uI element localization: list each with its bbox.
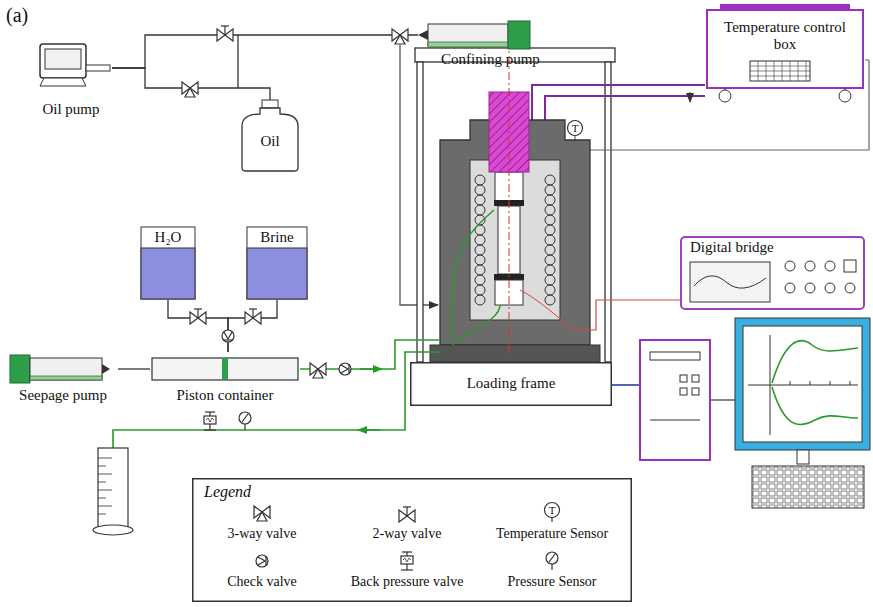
pipe-connector bbox=[112, 35, 418, 68]
outflow-pipe bbox=[113, 352, 440, 452]
check-valve bbox=[339, 363, 351, 375]
legend-entry: T Temperature Sensor bbox=[477, 500, 627, 542]
legend-label: Temperature Sensor bbox=[496, 526, 608, 542]
water-tank: H₂O bbox=[140, 226, 196, 300]
legend-label: 3-way valve bbox=[228, 526, 297, 542]
legend-label: 2-way valve bbox=[373, 526, 442, 542]
legend-symbol bbox=[387, 548, 427, 574]
two-way-valve bbox=[217, 26, 233, 41]
controller-box bbox=[640, 340, 710, 460]
node-label: Seepage pump bbox=[19, 387, 107, 404]
heating-wire bbox=[532, 85, 705, 120]
sensor-letter: T bbox=[542, 503, 562, 517]
node-label: Digital bridge bbox=[690, 239, 774, 256]
node-label: Confining pump bbox=[441, 51, 540, 68]
flow-arrow bbox=[360, 368, 382, 370]
legend-label: Pressure Sensor bbox=[507, 574, 596, 590]
back-pressure-valve bbox=[204, 412, 216, 430]
loading-frame-box: Loading frame bbox=[410, 362, 612, 406]
two-way-valve bbox=[245, 309, 261, 324]
node-label: Temperature control box bbox=[720, 19, 850, 54]
legend-symbol bbox=[242, 548, 282, 574]
legend-box: Legend 3-way valve 2-way valve T Temperature… bbox=[192, 478, 632, 602]
three-way-valve bbox=[182, 82, 198, 97]
node-label: Brine bbox=[260, 229, 293, 246]
pump-node: Seepage pump bbox=[8, 352, 118, 404]
node-label: Oil bbox=[260, 133, 279, 150]
legend-label: Back pressure valve bbox=[351, 574, 464, 590]
three-way-valve bbox=[310, 363, 326, 378]
flow-arrow bbox=[358, 429, 380, 431]
legend-symbol bbox=[387, 500, 427, 526]
bridge-device: Digital bridge bbox=[680, 236, 865, 310]
signal-cable bbox=[710, 399, 735, 400]
legend-entry: 3-way valve bbox=[187, 500, 337, 542]
legend-entry: Pressure Sensor bbox=[477, 548, 627, 590]
center-line bbox=[509, 40, 510, 356]
legend-heading: Legend bbox=[204, 483, 251, 501]
brine-tank: Brine bbox=[246, 226, 308, 300]
oil-bottle: Oil bbox=[238, 100, 302, 172]
legend-symbol bbox=[242, 500, 282, 526]
node-label: H₂O bbox=[155, 229, 182, 246]
check-valve bbox=[222, 330, 234, 342]
pipe-connector bbox=[228, 300, 277, 352]
legend-label: Check valve bbox=[227, 574, 297, 590]
pipe-connector bbox=[168, 300, 228, 352]
two-way-valve bbox=[190, 309, 206, 324]
panel-label: (a) bbox=[6, 4, 46, 27]
signal-cable bbox=[612, 384, 640, 386]
oil-pipe bbox=[237, 35, 238, 88]
legend-symbol bbox=[532, 548, 572, 574]
control-box: Temperature control box bbox=[705, 4, 865, 104]
pump-node: Confining pump bbox=[418, 12, 563, 68]
pipe-connector bbox=[112, 68, 270, 100]
sensor-letter: T bbox=[565, 121, 585, 135]
node-label: Loading frame bbox=[467, 375, 556, 392]
pipe-connector bbox=[118, 368, 150, 369]
heating-wire bbox=[545, 96, 705, 120]
three-way-valve bbox=[392, 29, 408, 44]
pump-node: Oil pump bbox=[30, 42, 112, 118]
graduated-cylinder bbox=[93, 448, 133, 535]
node-label: Oil pump bbox=[42, 101, 99, 118]
pressure-sensor bbox=[239, 412, 251, 430]
computer-monitor bbox=[735, 318, 870, 508]
piston-container: Piston container bbox=[150, 352, 300, 404]
legend-entry: Check valve bbox=[187, 548, 337, 590]
legend-entry: Back pressure valve bbox=[332, 548, 482, 590]
flow-arrow bbox=[690, 92, 691, 102]
bridge-wire bbox=[575, 300, 680, 330]
node-label: Piston container bbox=[176, 387, 273, 404]
legend-entry: 2-way valve bbox=[332, 500, 482, 542]
